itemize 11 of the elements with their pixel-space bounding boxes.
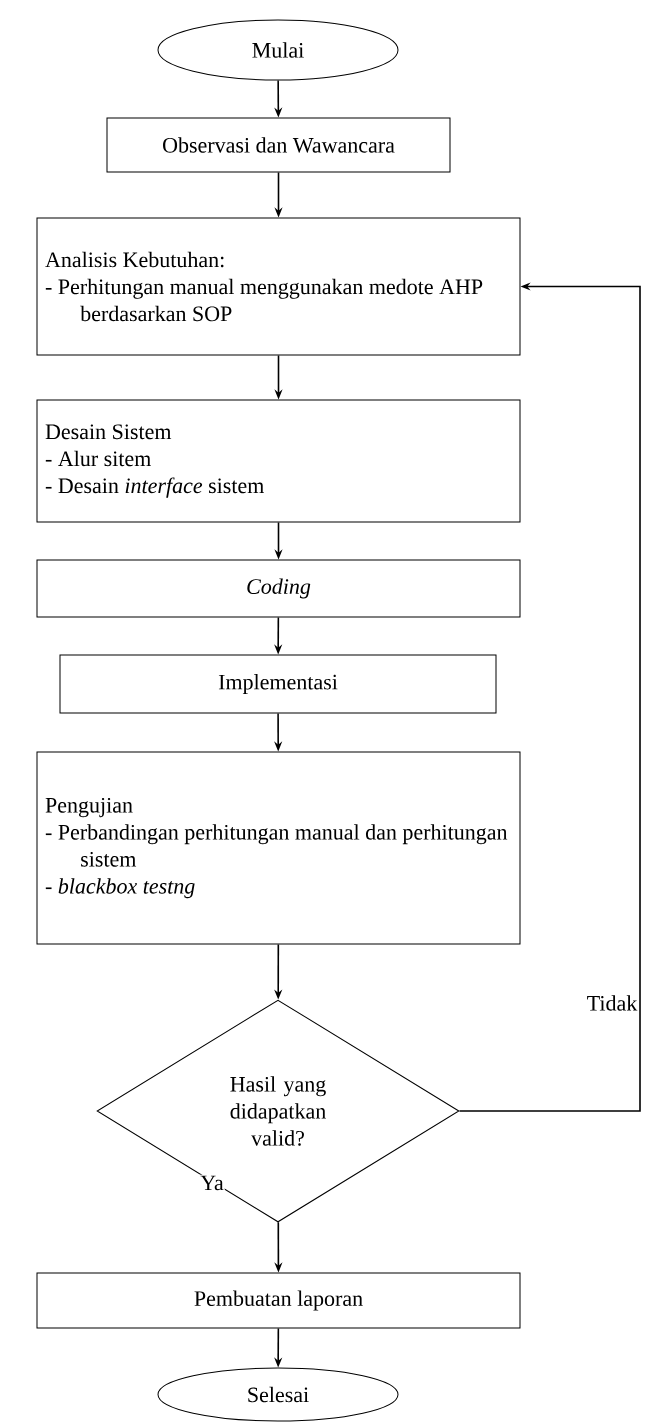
edge-label: Ya xyxy=(199,1174,225,1192)
process-box: Implementasi xyxy=(59,654,497,714)
process-box: Pembuatan laporan xyxy=(36,1272,521,1329)
process-box: Observasi dan Wawancara xyxy=(106,117,451,173)
process-box: Analisis Kebutuhan: - Perhitungan manual menggunakan medote AHP berdasarkan SOP xyxy=(36,217,521,356)
process-box: Pengujian - Perbandingan perhitungan manual dan perhitungan sistem - blackbox testng xyxy=(36,751,521,945)
process-box: Desain Sistem - Alur sitem - Desain interface sistem xyxy=(36,399,521,523)
process-box: Coding xyxy=(36,559,521,618)
terminal-oval: Selesai xyxy=(157,1367,399,1422)
edge-label: Tidak xyxy=(585,994,639,1012)
terminal-oval: Mulai xyxy=(157,19,399,81)
